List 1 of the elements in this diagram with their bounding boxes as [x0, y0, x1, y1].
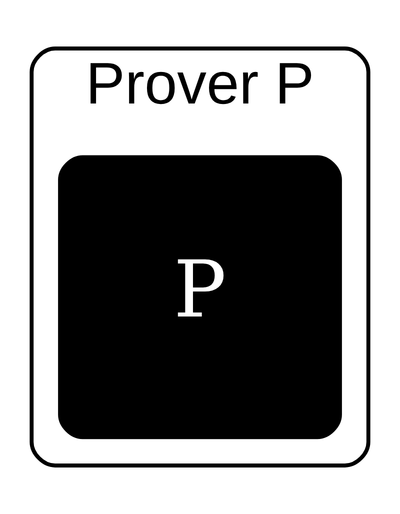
node-box: P: [58, 155, 342, 440]
